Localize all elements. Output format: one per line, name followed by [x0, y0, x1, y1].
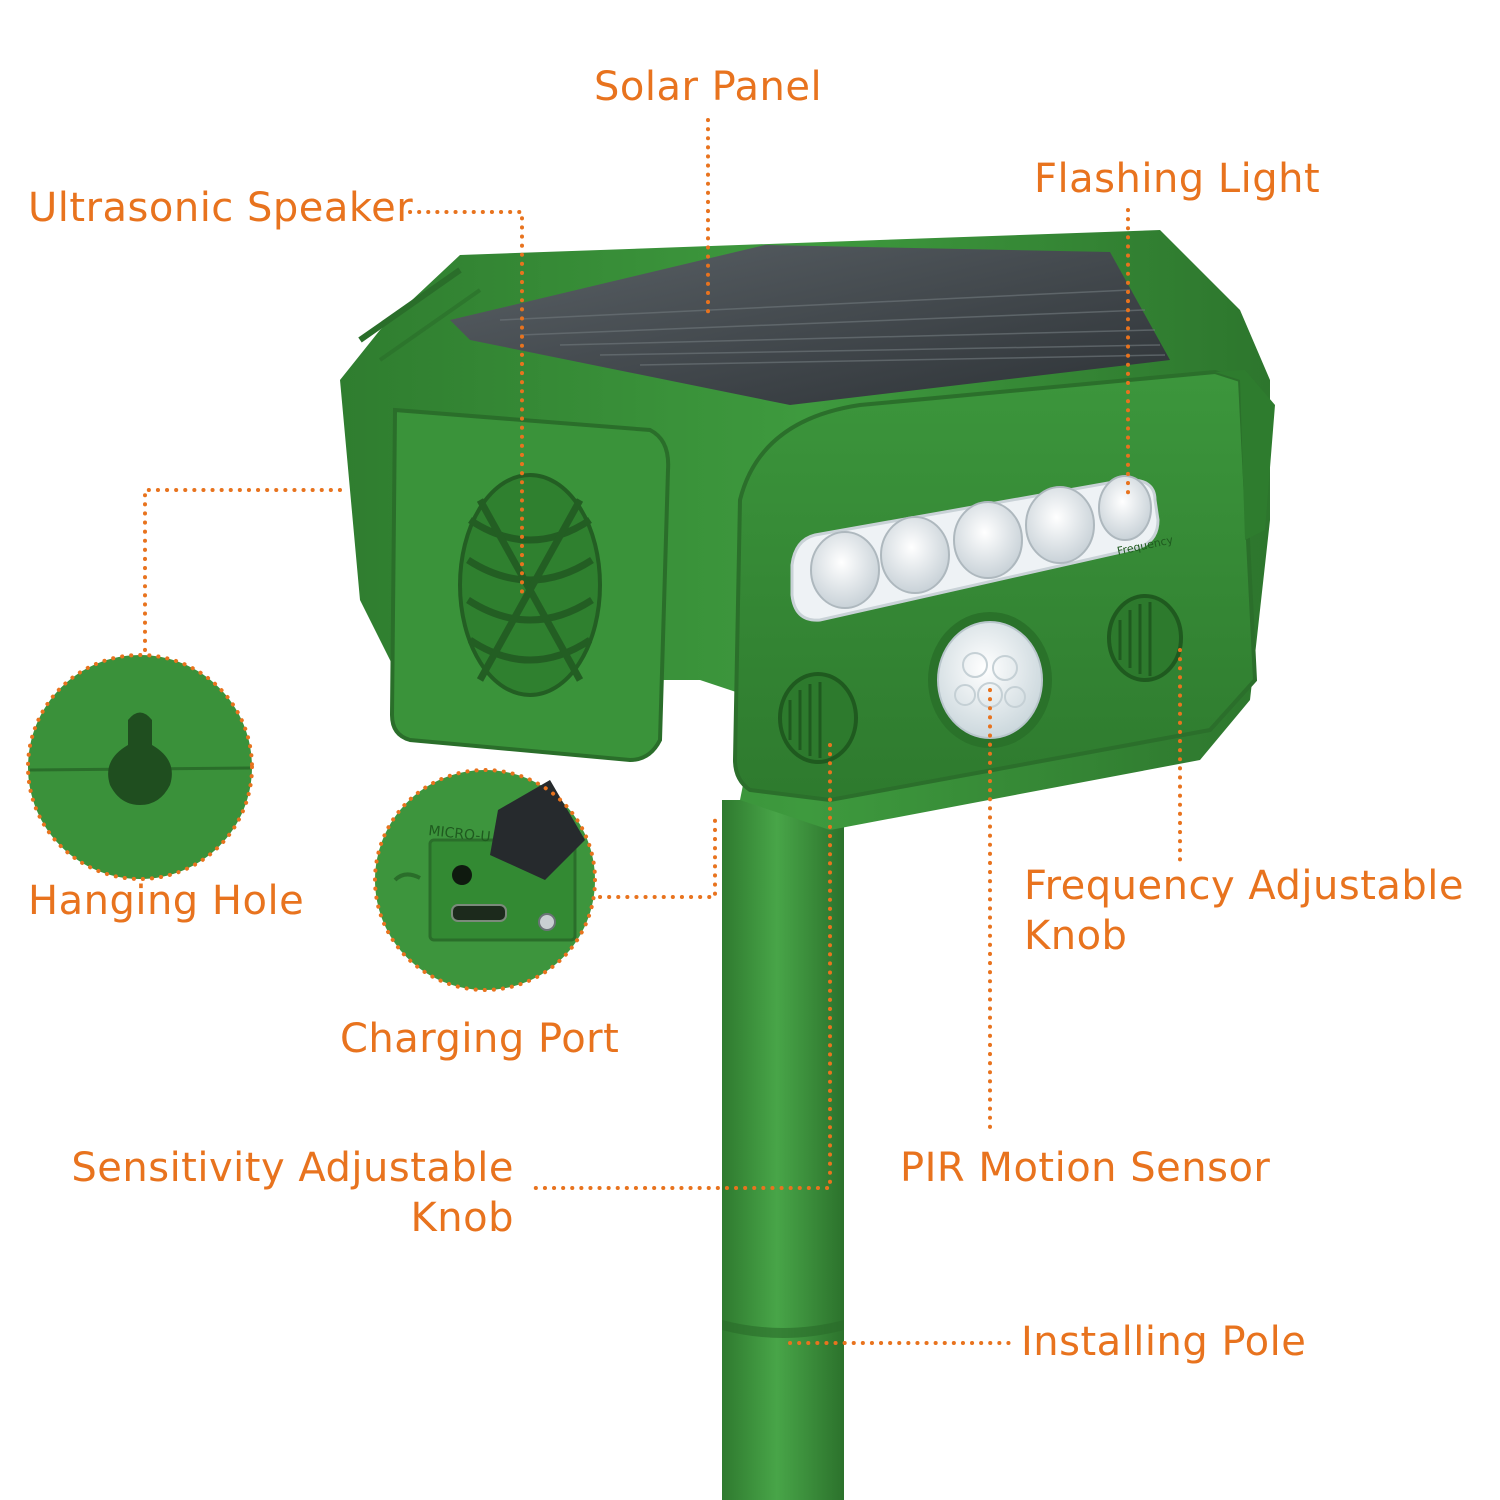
pir-motion-sensor	[928, 612, 1052, 748]
solar-panel	[450, 245, 1170, 405]
label-solar-panel: Solar Panel	[594, 64, 823, 110]
label-sensitivity-knob-line1: Sensitivity Adjustable	[71, 1145, 514, 1191]
flashing-light	[790, 475, 1160, 622]
port-marking-text: MICRO-U	[428, 823, 492, 845]
label-sensitivity-knob-line2: Knob	[410, 1195, 514, 1241]
charging-port-inset: MICRO-U	[373, 768, 597, 992]
leader-ultrasonic-speaker	[408, 210, 524, 597]
label-ultrasonic-speaker: Ultrasonic Speaker	[28, 185, 414, 231]
label-installing-pole: Installing Pole	[1021, 1319, 1307, 1365]
label-charging-port: Charging Port	[340, 1016, 620, 1062]
leader-lines	[143, 118, 1182, 1345]
hanging-hole-inset	[26, 653, 254, 881]
label-frequency-knob-line2: Knob	[1024, 913, 1128, 959]
label-frequency-knob-line1: Frequency Adjustable	[1024, 863, 1465, 909]
installing-pole	[722, 800, 844, 1500]
leader-charging-port	[598, 816, 717, 899]
sensitivity-knob	[778, 672, 858, 764]
leader-hanging-hole	[143, 488, 342, 657]
label-hanging-hole: Hanging Hole	[28, 878, 305, 924]
leader-sensitivity-knob	[528, 743, 832, 1190]
label-pir-motion-sensor: PIR Motion Sensor	[900, 1145, 1271, 1191]
ultrasonic-speaker	[458, 473, 602, 697]
label-flashing-light: Flashing Light	[1034, 156, 1321, 202]
